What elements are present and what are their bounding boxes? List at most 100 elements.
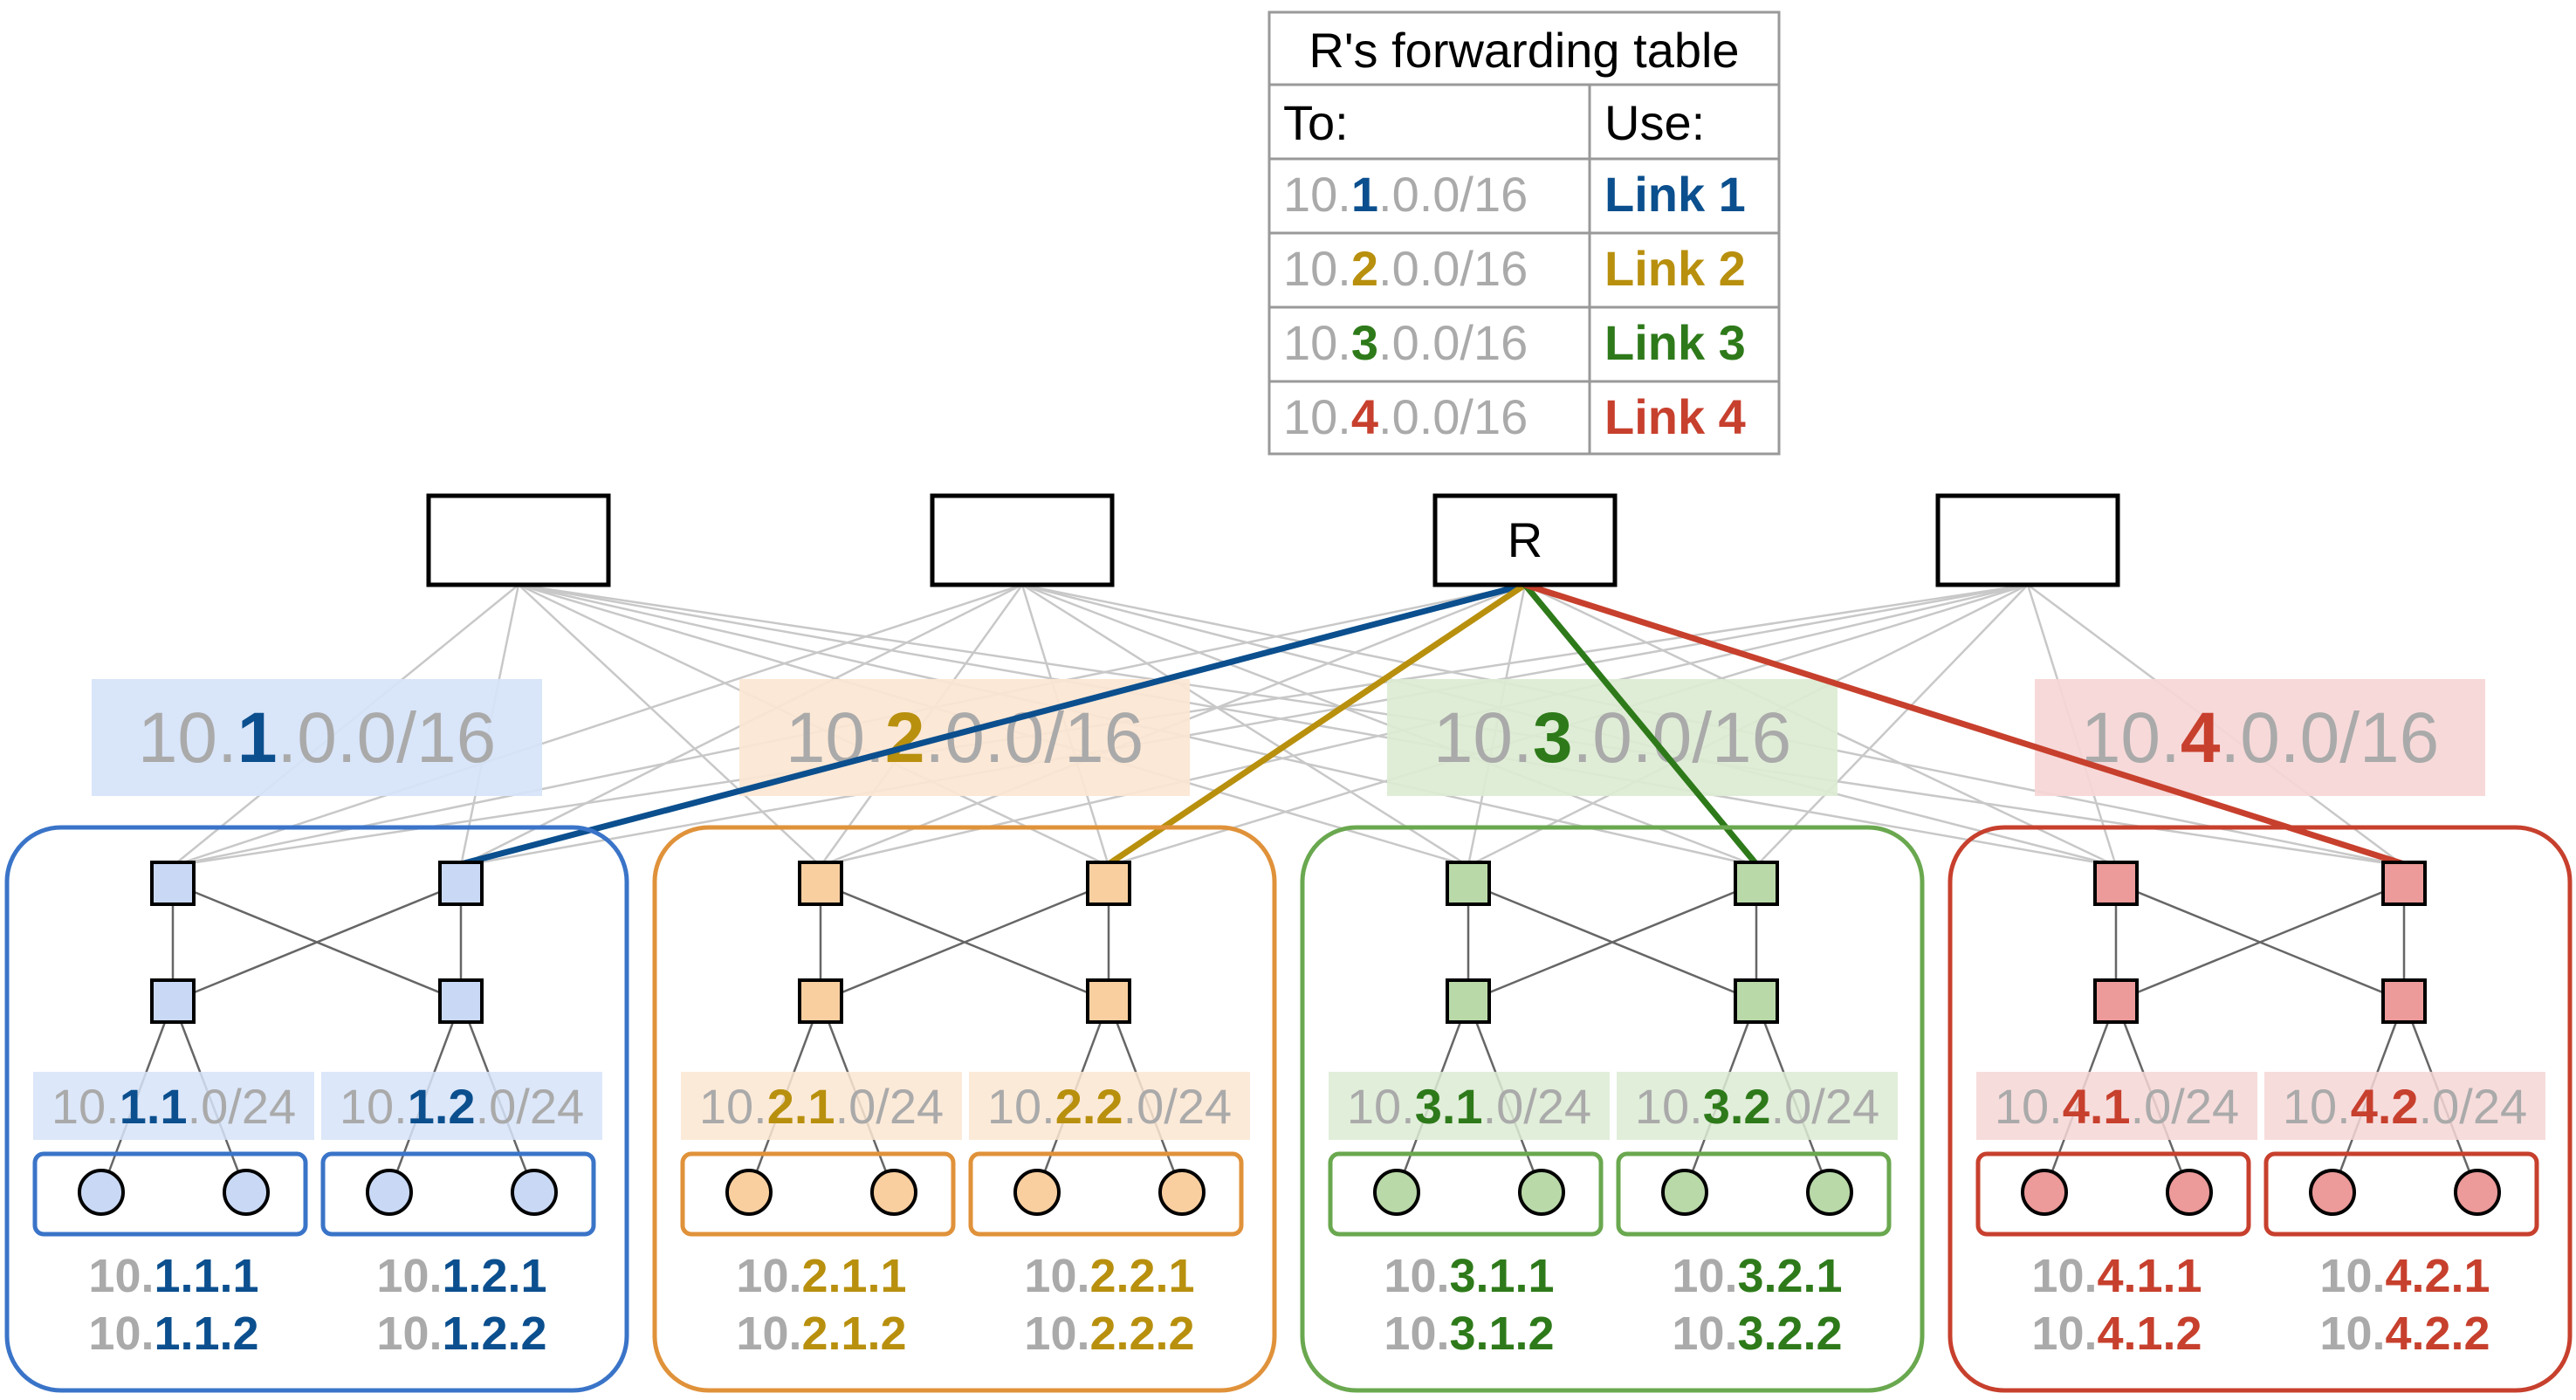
host-ip-label: 10.2.2.1 <box>1024 1250 1194 1302</box>
ip-part: 10. <box>1384 1250 1449 1302</box>
host-node <box>2454 1169 2501 1216</box>
prefix-part: .0.0/16 <box>1378 167 1528 222</box>
subnet-prefix-label: 10.2.1.0/24 <box>699 1079 944 1134</box>
ip-part: 10. <box>2319 1250 2385 1302</box>
ip-highlight: 3.1.2 <box>1449 1307 1554 1360</box>
prefix-highlight: 1 <box>1351 167 1378 222</box>
host-node <box>1158 1169 1206 1216</box>
table-link-cell: Link 3 <box>1604 315 1746 370</box>
prefix-part: 10. <box>1283 241 1351 296</box>
pod-prefix16-label: 10.3.0.0/16 <box>1433 698 1791 778</box>
prefix-part: .0.0/16 <box>2220 698 2439 778</box>
subnet-band <box>33 1072 314 1140</box>
prefix-part: .0/24 <box>188 1079 297 1134</box>
prefix-part: .0/24 <box>1123 1079 1233 1134</box>
aggregation-switch <box>2093 861 2139 906</box>
prefix-part: 10. <box>1283 167 1351 222</box>
prefix-part: .0.0/16 <box>1572 698 1791 778</box>
prefix-part: 10. <box>340 1079 408 1134</box>
host-node <box>870 1169 917 1216</box>
prefix-part: .0/24 <box>2419 1079 2528 1134</box>
pod-frame <box>4 825 629 1393</box>
ip-part: 10. <box>2031 1307 2097 1360</box>
host-node <box>725 1169 773 1216</box>
table-link-cell: Link 2 <box>1604 241 1746 296</box>
subnet-band <box>321 1072 602 1140</box>
aggregation-switch <box>1086 861 1131 906</box>
host-group-frame <box>1975 1151 2251 1237</box>
subnet-prefix-label: 10.1.1.0/24 <box>52 1079 296 1134</box>
ip-highlight: 4.1.1 <box>2097 1250 2202 1302</box>
host-node <box>1661 1169 1708 1216</box>
prefix-highlight: 3 <box>1533 698 1573 778</box>
ip-highlight: 4.2.1 <box>2385 1250 2490 1302</box>
ip-part: 10. <box>736 1307 801 1360</box>
pod-mesh-line <box>2115 882 2405 1003</box>
host-ip-label: 10.3.1.2 <box>1384 1307 1554 1360</box>
prefix-highlight: 2 <box>1351 241 1378 296</box>
ip-highlight: 3.2.1 <box>1737 1250 1842 1302</box>
prefix-highlight: 4.1 <box>2063 1079 2131 1134</box>
pod-prefix16-label: 10.4.0.0/16 <box>2081 698 2439 778</box>
pod-prefix-band <box>739 679 1190 796</box>
pod-frame <box>1300 825 1925 1393</box>
host-ip-label: 10.1.2.2 <box>376 1307 546 1360</box>
pod-mesh-line <box>820 882 1109 1003</box>
pod-4: 10.4.1.0/2410.4.1.110.4.1.210.4.2.0/2410… <box>1947 825 2573 1393</box>
ip-highlight: 4.1.2 <box>2097 1307 2202 1360</box>
ip-highlight: 3.1.1 <box>1449 1250 1554 1302</box>
prefix-part: .0/24 <box>2131 1079 2240 1134</box>
ip-part: 10. <box>1672 1250 1737 1302</box>
subnet-band <box>2264 1072 2545 1140</box>
prefix-part: 10. <box>52 1079 120 1134</box>
host-ip-label: 10.2.2.2 <box>1024 1307 1194 1360</box>
core-switch-label: R <box>1508 512 1542 567</box>
host-ip-label: 10.1.1.1 <box>88 1250 258 1302</box>
core-switch <box>1432 493 1618 587</box>
table-prefix-cell: 10.4.0.0/16 <box>1283 389 1528 444</box>
prefix-highlight: 2.1 <box>767 1079 835 1134</box>
subnet-prefix-label: 10.3.2.0/24 <box>1635 1079 1879 1134</box>
ip-part: 10. <box>1024 1307 1089 1360</box>
host-node <box>1806 1169 1853 1216</box>
prefix-part: 10. <box>1347 1079 1415 1134</box>
prefix-highlight: 4 <box>1351 389 1378 444</box>
prefix-part: 10. <box>1995 1079 2063 1134</box>
prefix-highlight: 3 <box>1351 315 1378 370</box>
table-link-cell: Link 4 <box>1604 389 1746 444</box>
host-ip-label: 10.1.1.2 <box>88 1307 258 1360</box>
prefix-highlight: 1.2 <box>408 1079 476 1134</box>
router-r-links <box>460 581 2406 868</box>
host-ip-label: 10.4.1.1 <box>2031 1250 2202 1302</box>
prefix-highlight: 2 <box>885 698 925 778</box>
ip-highlight: 4.2.2 <box>2385 1307 2490 1360</box>
edge-switch <box>2093 978 2139 1024</box>
host-group-frame <box>320 1151 596 1237</box>
host-node <box>2309 1169 2356 1216</box>
aggregation-switch <box>150 861 196 906</box>
aggregation-switch <box>1446 861 1491 906</box>
table-header-to: To: <box>1283 95 1349 150</box>
pod-frame <box>1947 825 2573 1393</box>
edge-switch <box>2381 978 2427 1024</box>
prefix-highlight: 2.2 <box>1055 1079 1123 1134</box>
pod-3: 10.3.1.0/2410.3.1.110.3.1.210.3.2.0/2410… <box>1300 825 1925 1393</box>
ip-part: 10. <box>2031 1250 2097 1302</box>
edge-switch <box>798 978 843 1024</box>
core-switch <box>930 493 1115 587</box>
table-prefix-cell: 10.1.0.0/16 <box>1283 167 1528 222</box>
ip-highlight: 1.1.2 <box>154 1307 258 1360</box>
host-node <box>2021 1169 2068 1216</box>
subnet-prefix-label: 10.2.2.0/24 <box>987 1079 1232 1134</box>
ip-part: 10. <box>376 1250 442 1302</box>
pod-prefix-band <box>1387 679 1838 796</box>
ip-highlight: 1.2.2 <box>442 1307 546 1360</box>
host-ip-label: 10.2.1.2 <box>736 1307 906 1360</box>
ip-highlight: 2.2.1 <box>1089 1250 1194 1302</box>
edge-switch <box>1086 978 1131 1024</box>
aggregation-switch <box>1734 861 1779 906</box>
pod-prefix-band <box>92 679 542 796</box>
prefix-part: .0/24 <box>1483 1079 1592 1134</box>
prefix-part: 10. <box>1283 315 1351 370</box>
router-link-2 <box>1107 582 1527 867</box>
